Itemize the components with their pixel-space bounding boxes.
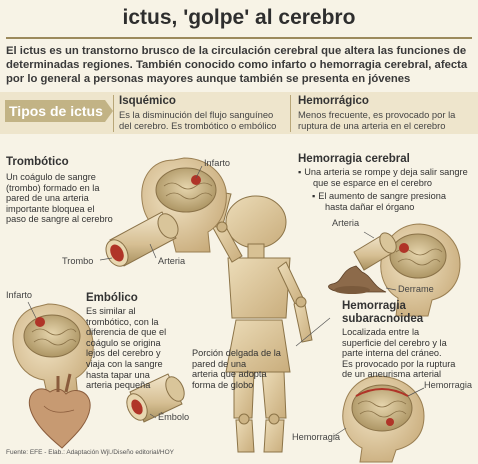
mannequin-figure xyxy=(211,191,313,453)
cerebral-hemorrhage-artery-illustration xyxy=(328,231,397,294)
embolic-description: Es similar al trombótico, con la diferen… xyxy=(86,306,166,391)
trombo-label: Trombo xyxy=(62,256,94,266)
subarachnoid-line: Es provocado por la ruptura xyxy=(342,358,456,369)
aneurysm-callout-line xyxy=(295,317,331,347)
thrombotic-line: pared de una arteria xyxy=(6,193,89,204)
cerebral-hemorrhage-head-illustration xyxy=(380,223,461,317)
subarachnoid-title-line2: subaracnoidea xyxy=(342,313,424,325)
hemorrhagic-desc-line1: Menos frecuente, es provocado por la xyxy=(298,109,456,120)
trombo-callout-line xyxy=(99,257,113,261)
embolic-line: diferencia de que el xyxy=(86,327,167,338)
embolic-line: arteria pequeña xyxy=(86,380,151,391)
infarto-callout-line xyxy=(195,165,203,179)
derrame-label: Derrame xyxy=(398,284,434,294)
arteria-hem-label: Arteria xyxy=(332,218,360,228)
subarachnoid-line: Localizada entre la xyxy=(342,327,420,337)
subarachnoid-title-line1: Hemorragia xyxy=(342,300,406,312)
hemorragia-top-callout-line xyxy=(407,387,425,397)
cerebral-hemorrhage-bullet-2: El aumento de sangre presiona hasta daña… xyxy=(312,191,446,212)
type-divider-right xyxy=(290,95,291,132)
hemorrhagic-desc-line2: ruptura de una arteria en el cerebro xyxy=(298,120,446,131)
ischemic-desc-line2: del cerebro. Es trombótico o embólico xyxy=(119,120,277,131)
infarto-embolic-label: Infarto xyxy=(6,290,33,300)
cerebral-hemorrhage-bullet-1: Una arteria se rompe y deja salir sangre… xyxy=(298,167,467,188)
heart-illustration xyxy=(28,373,91,449)
thrombotic-line: Un coágulo de sangre xyxy=(6,172,96,182)
ischemic-desc-line1: Es la disminución del flujo sanguíneo xyxy=(119,109,274,120)
arteria-hem-callout-line xyxy=(363,231,375,239)
thrombotic-description: Un coágulo de sangre (trombo) formado en… xyxy=(6,172,113,225)
thrombotic-line: paso de sangre al cerebro xyxy=(6,214,113,225)
aneurysm-line: arteria que adopta xyxy=(192,369,267,380)
embolic-line: coágulo se origina xyxy=(86,337,161,348)
hemorrhagic-title: Hemorrágico xyxy=(298,95,369,107)
subarachnoid-description: Localizada entre la superficie del cereb… xyxy=(342,327,455,380)
hemorragia-bottom-label: Hemorragia xyxy=(292,432,340,442)
infarto-label: Infarto xyxy=(204,158,231,168)
ischemic-title: Isquémico xyxy=(119,95,176,107)
subarachnoid-line: superficie del cerebro y la xyxy=(342,337,447,348)
arteria-callout-line xyxy=(149,243,157,259)
subarachnoid-head-illustration xyxy=(333,375,425,463)
types-label-arrow xyxy=(105,100,113,122)
thrombotic-line: importante bloquea el xyxy=(6,203,95,214)
types-label: Tipos de ictus xyxy=(5,100,105,122)
subarachnoid-line: de un aneurisma arterial xyxy=(342,369,442,380)
embolic-line: viaja con la sangre xyxy=(86,358,163,369)
embolic-line: Es similar al xyxy=(86,306,136,316)
type-divider-left xyxy=(113,95,114,132)
subarachnoid-line: parte interna del cráneo. xyxy=(342,348,442,359)
embolic-title: Embólico xyxy=(86,292,138,304)
embolic-line: lejos del cerebro y xyxy=(86,348,161,359)
thrombotic-title: Trombótico xyxy=(6,156,69,168)
aneurysm-note: Porción delgada de la pared de una arter… xyxy=(192,348,281,390)
thrombotic-artery-illustration xyxy=(99,211,179,267)
embolic-head-illustration xyxy=(12,301,94,399)
aneurysm-line: forma de globo xyxy=(192,379,254,390)
source-footer: Fuente: EFE - Elab.: Adaptación Wjl./Dis… xyxy=(6,449,174,456)
page-title: ictus, 'golpe' al cerebro xyxy=(122,6,356,29)
hemorragia-bottom-callout-line xyxy=(333,427,347,437)
aneurysm-line: pared de una xyxy=(192,358,247,369)
title-divider xyxy=(6,37,472,39)
embolo-label: Émbolo xyxy=(158,412,190,422)
bullet-line: que se esparce en el cerebro xyxy=(313,177,433,188)
bullet-line: Una arteria se rompe y deja salir sangre xyxy=(298,167,467,178)
embolic-line: trombótico, con la xyxy=(86,316,159,327)
thrombotic-line: (trombo) formado en la xyxy=(6,182,100,193)
infarto-embolic-callout-line xyxy=(27,301,37,319)
hemorragia-top-label: Hemorragia xyxy=(424,380,472,390)
bullet-line: El aumento de sangre presiona xyxy=(312,191,446,202)
cerebral-hemorrhage-title: Hemorragia cerebral xyxy=(298,153,410,165)
embolic-line: hasta tapar una xyxy=(86,369,150,380)
aneurysm-line: Porción delgada de la xyxy=(192,348,281,358)
bullet-line: hasta dañar el órgano xyxy=(325,201,415,212)
intro-paragraph: El ictus es un transtorno brusco de la c… xyxy=(6,45,468,85)
embolic-artery-illustration xyxy=(126,373,185,423)
arteria-label: Arteria xyxy=(158,256,186,266)
derrame-callout-line xyxy=(385,287,397,291)
embolo-callout-line xyxy=(149,413,157,419)
